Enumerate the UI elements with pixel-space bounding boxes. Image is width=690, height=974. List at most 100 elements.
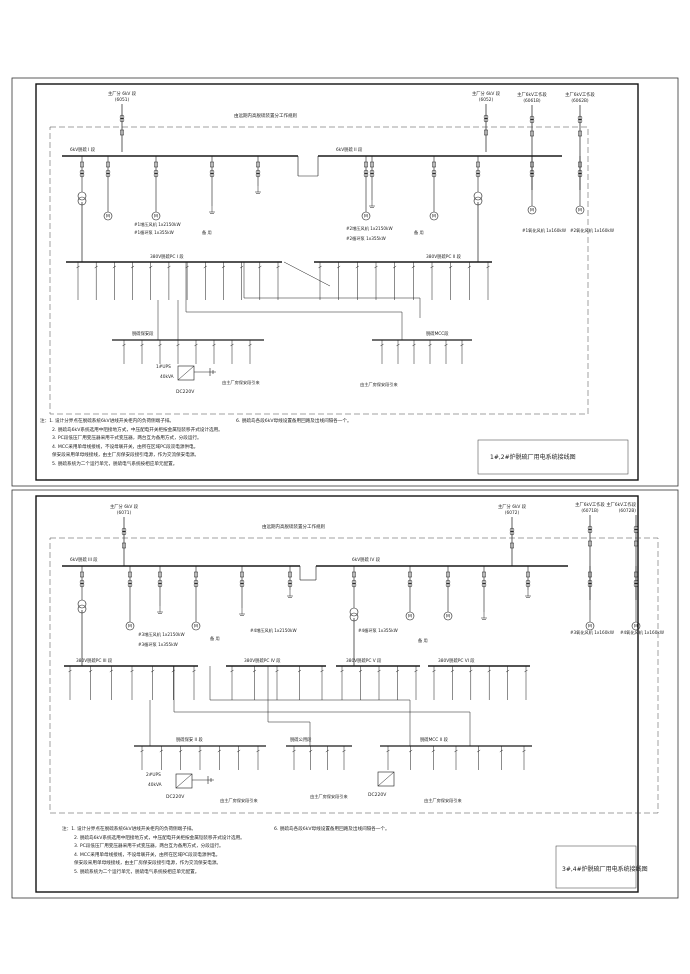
switch-symbol [377,669,381,673]
ups-box-diagonal [177,365,195,381]
ct-symbol [79,169,85,175]
ct-symbol [351,579,357,585]
breaker-symbol [288,571,292,578]
source-label: 主厂6kV工作段 [575,501,605,508]
feeder-caption: #2增压风机 1x2150kW [346,225,393,232]
breaker-symbol [578,130,582,137]
motor-icon-glyph: M [364,214,368,220]
ct-symbol [153,172,159,178]
note-line: 5. 脱硫系统为二个运行单元，脱硫电气系统按相应单元配置。 [74,869,200,875]
ct-symbol [79,172,85,178]
ct-symbol [577,118,583,124]
note-line: 注：1. 设计分界点在脱硫系统6kV进线开关柜内的负荷侧端子排。 [40,419,175,424]
dc-label-2: DC220V [368,792,387,798]
ct-symbol [483,117,489,123]
sheet2-outer-frame [11,489,679,899]
switch-symbol [237,749,241,753]
ct-symbol [407,579,413,585]
ct-symbol [481,582,487,588]
switch-symbol [239,265,244,269]
feeder-caption: 备 用 [202,229,212,236]
sheet1-dashed-title: 由远期内高脱硫装置分工作规则 [234,112,297,119]
wire [283,261,331,287]
switch-symbol [149,265,153,269]
ct-symbol [445,582,451,588]
breaker-symbol [588,540,592,547]
ct-symbol [577,169,583,175]
ct-symbol [587,528,593,534]
switch-symbol [179,749,183,753]
ct-symbol [475,169,481,175]
motor-icon [361,211,371,221]
ct-symbol [407,582,413,588]
motor-icon-glyph: M [128,624,132,630]
feeder-caption: #2氧化风机 1x160kW [570,227,614,234]
ct-symbol [193,579,199,585]
switch-symbol [340,669,344,673]
note-line: 4. MCC采用单母线接线，不设母联开关，由所在区域PC段双电源供电。 [74,852,221,858]
feeder-caption: #3氧化风机 1x160kW [570,629,614,636]
mcc-label: 脱硫MCC段 [426,330,449,337]
ct-symbol [127,579,133,585]
feeder-caption: #1循环泵 1x355kW [134,229,174,236]
switch-symbol [76,265,80,269]
ct-symbol [239,582,245,588]
switch-symbol [309,749,313,753]
breaker-symbol [120,129,124,136]
switch-symbol [428,343,432,347]
switch-symbol [432,669,436,673]
ct-symbol [445,579,451,585]
breaker-symbol [526,571,530,578]
breaker-symbol [482,571,486,578]
bus-6kv-label: 6kV脱硫 IV 段 [352,556,381,563]
ct-symbol [239,579,245,585]
motor-icon-glyph: M [194,624,198,630]
switch-symbol [460,343,464,347]
breaker-symbol [634,540,638,547]
ct-symbol [369,172,375,178]
switch-symbol [409,749,413,753]
ct-symbol [351,582,357,588]
ct-symbol [121,530,127,536]
ups-box [175,773,193,789]
switch-symbol [395,669,400,673]
motor-icon-glyph: M [578,208,582,214]
ct-symbol [529,172,535,178]
ct-symbol [475,172,481,178]
switch-symbol [68,669,72,673]
note-line: 保安段采用单母线接线，由主厂房保安段接引电源，作为交流保安电源。 [52,453,200,459]
switch-symbol [89,669,93,673]
sheet2-note6: 6. 脱硫岛各段6kV母线设置备用回路及出线间隔各一个。 [274,827,390,832]
ct-symbol [79,582,85,588]
switch-symbol [342,749,346,753]
switch-symbol [486,265,490,269]
note-line: 5. 脱硫系统为二个运行单元，脱硫电气系统按相应单元配置。 [52,461,178,467]
motor-icon [631,621,641,631]
breaker-symbol [484,129,488,136]
note-line: 3. PC段低压厂用变压器采用干式变压器，两台互为备用方式，分段运行。 [74,844,224,850]
switch-symbol [386,749,390,753]
breaker-symbol [256,161,260,168]
motor-icon [151,211,161,221]
source-id: (6061B) [523,98,541,104]
switch-symbol [248,343,252,347]
ups-box-diagonal [175,773,193,789]
sheet1-notes: 注：1. 设计分界点在脱硫系统6kV进线开关柜内的负荷侧端子排。 2. 脱硫岛6… [40,418,223,470]
breaker-symbol [80,571,84,578]
switch-symbol [325,749,329,753]
breaker-symbol [154,161,158,168]
charger-box-diagonal [377,771,395,787]
bus-380v-label: 380V脱硫PC II 段 [426,253,462,260]
motor-icon [443,611,453,621]
ct-symbol [209,172,215,178]
breaker-symbol [80,161,84,168]
bus-380v-label: 380V脱硫PC IV 段 [244,657,281,664]
ct-symbol [127,582,133,588]
switch-symbol [130,265,135,269]
ct-symbol [119,114,125,120]
switch-symbol [122,343,126,347]
switch-symbol [411,265,415,269]
breaker-symbol [194,571,198,578]
switch-symbol [431,749,435,753]
